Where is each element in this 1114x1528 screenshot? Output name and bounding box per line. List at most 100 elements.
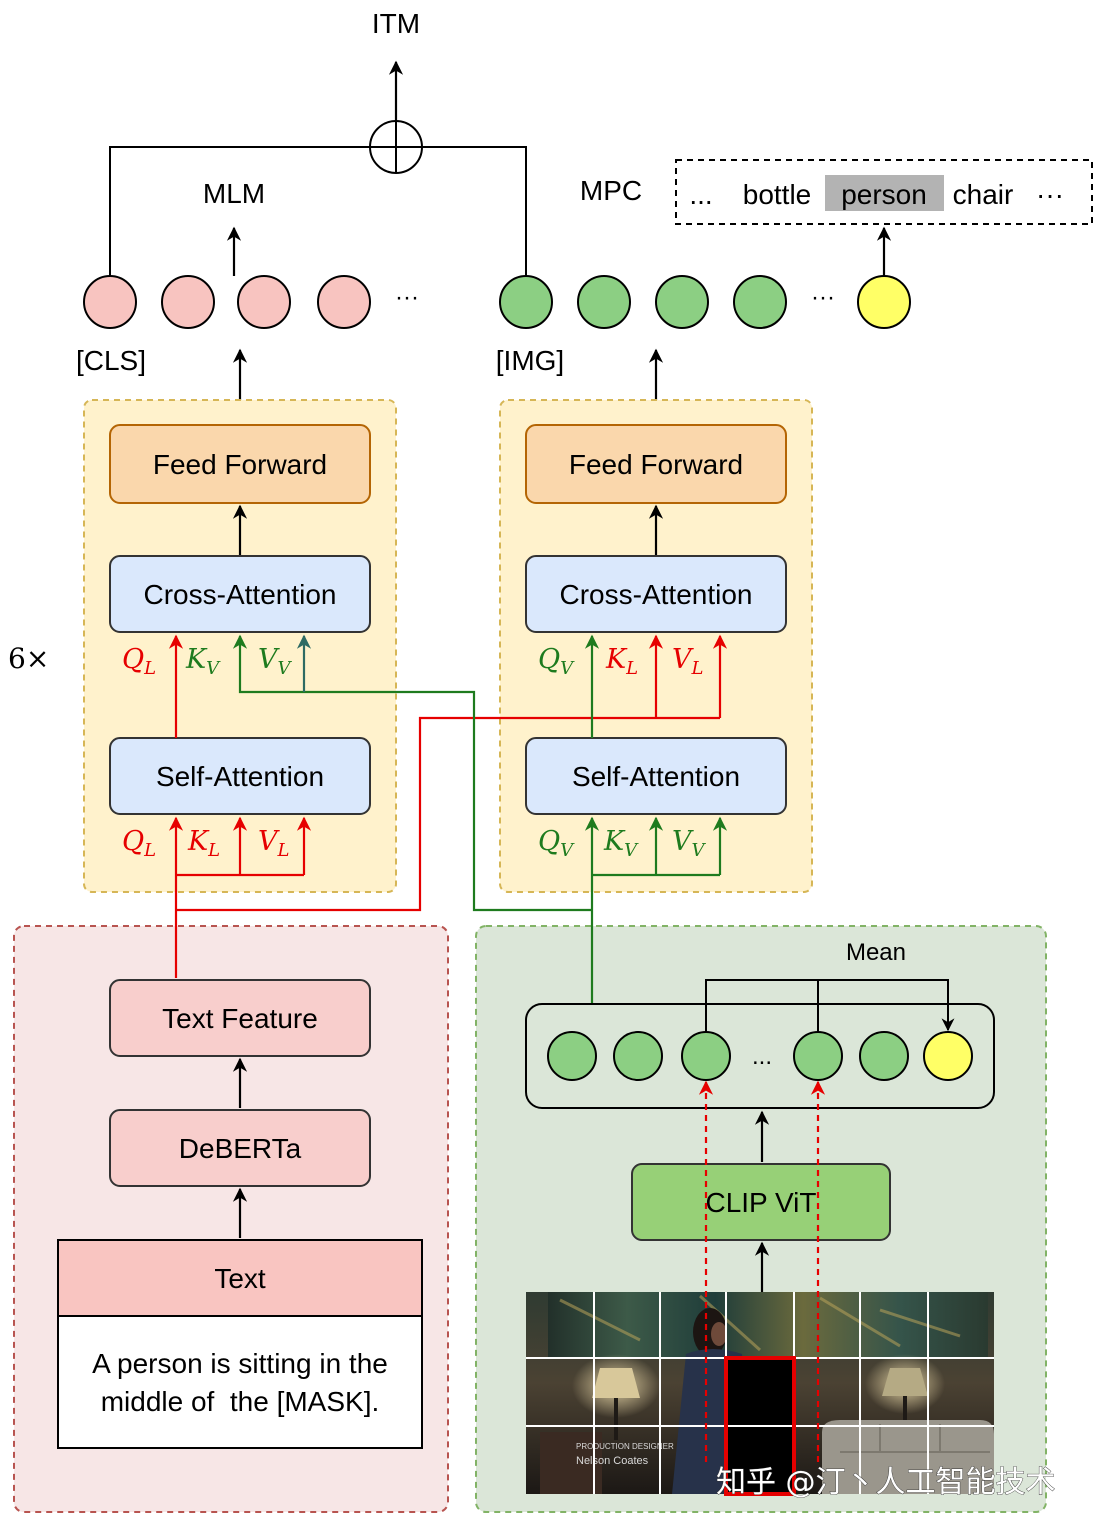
symbol: V — [672, 644, 694, 675]
text-token — [317, 275, 371, 329]
image-token — [577, 275, 631, 329]
mean-pooled-token — [923, 1031, 973, 1081]
input-image-frame: PRODUCTION DESIGNER Nelson Coates — [526, 1292, 994, 1494]
vision-self-key-label: KV — [603, 826, 639, 861]
text-token-ellipsis: ··· — [395, 284, 419, 311]
cls-label: [CLS] — [76, 345, 146, 376]
pooled-image-token — [857, 275, 911, 329]
clip-vit-box — [631, 1163, 891, 1241]
mpc-head: MPC ... bottle person chair ··· — [580, 159, 1093, 276]
patch-token — [613, 1031, 663, 1081]
language-feed-forward-label: Feed Forward — [153, 449, 327, 480]
mean-pooling-label: Mean — [846, 939, 906, 966]
img-label: [IMG] — [496, 345, 564, 376]
vision-cross-key-label: KL — [605, 644, 638, 679]
text-input-title: Text — [214, 1263, 266, 1294]
subscript: L — [625, 658, 638, 679]
image-feature-to-language-cross-key — [232, 634, 592, 912]
language-self-key-label: KL — [187, 826, 220, 861]
vision-cross-attention-label: Cross-Attention — [560, 579, 753, 610]
subscript: L — [143, 658, 156, 679]
image-token-ellipsis: ··· — [811, 284, 835, 311]
subscript: V — [560, 840, 575, 861]
vision-stream-wires — [232, 634, 728, 1004]
text-feature-label: Text Feature — [162, 1003, 318, 1034]
patch-token-ellipsis: ... — [752, 1043, 772, 1070]
text-feature-to-vision-cross — [176, 716, 720, 912]
image-token — [655, 275, 709, 329]
vision-self-attention-label: Self-Attention — [572, 761, 740, 792]
language-self-attention-label: Self-Attention — [156, 761, 324, 792]
image-output-tokens: ··· [IMG] — [496, 275, 911, 376]
mpc-class-word-masked: person — [841, 179, 927, 210]
subscript: V — [692, 840, 707, 861]
language-cross-attention-label: Cross-Attention — [144, 579, 337, 610]
text-encoder: Text Feature DeBERTa Text A person is si… — [57, 979, 423, 1449]
painting-strokes — [559, 1294, 961, 1352]
vision-feed-forward-box — [525, 424, 787, 504]
patch-token-container — [525, 1003, 995, 1109]
layer-repeat-label: 6× — [8, 642, 49, 675]
vision-self-value-label: VV — [672, 826, 707, 861]
symbol: K — [187, 826, 210, 857]
language-cross-query-label: QL — [122, 644, 156, 679]
mpc-class-word: bottle — [743, 179, 812, 210]
sofa — [822, 1420, 994, 1494]
subscript: L — [207, 840, 220, 861]
patch-token — [547, 1031, 597, 1081]
vision-cross-value-label: VL — [672, 644, 703, 679]
patch-token — [681, 1031, 731, 1081]
watermark: 知乎 @汀丶人工智能技术 — [716, 1465, 1056, 1500]
text-token — [237, 275, 291, 329]
deberta-label: DeBERTa — [179, 1133, 302, 1164]
mpc-trailing-ellipsis: ··· — [1036, 179, 1064, 210]
symbol: Q — [122, 826, 144, 857]
subscript: L — [143, 840, 156, 861]
vision-coattention-block: Feed Forward Cross-Attention Self-Attent… — [499, 399, 813, 893]
mpc-label: MPC — [580, 175, 642, 206]
armchair — [540, 1432, 602, 1494]
text-token — [161, 275, 215, 329]
img-token — [499, 275, 553, 329]
symbol: K — [605, 644, 628, 675]
lamp-shade — [882, 1368, 928, 1396]
mpc-class-word: chair — [953, 179, 1014, 210]
sofa-cushions — [840, 1424, 990, 1453]
text-input-header — [57, 1239, 423, 1317]
itm-label: ITM — [372, 8, 420, 39]
cls-token — [83, 275, 137, 329]
frame-credit-name: Nelson Coates — [576, 1455, 649, 1467]
vision-cross-query-label: QV — [538, 644, 575, 679]
mpc-leading-ellipsis: ... — [689, 179, 712, 210]
language-self-query-label: QL — [122, 826, 156, 861]
subscript: L — [691, 658, 704, 679]
image-encoder: Mean ... CLIP ViT — [525, 939, 995, 1496]
image-token — [733, 275, 787, 329]
patch-to-token-links — [698, 1080, 826, 1462]
language-self-value-label: VL — [258, 826, 289, 861]
mpc-class-box — [675, 159, 1093, 225]
language-cross-value-label: VV — [258, 644, 293, 679]
frame-credit-title: PRODUCTION DESIGNER — [576, 1442, 674, 1451]
text-output-tokens: ··· [CLS] — [76, 275, 419, 376]
language-cross-key-label: KV — [185, 644, 221, 679]
language-feed-forward-box — [109, 424, 371, 504]
language-self-attention-box — [109, 737, 371, 815]
cls-img-to-fusion-connector — [109, 146, 527, 277]
symbol: V — [258, 826, 280, 857]
symbol: V — [672, 826, 694, 857]
subscript: V — [278, 658, 293, 679]
mlm-label: MLM — [203, 178, 265, 209]
mean-pooling-connector — [705, 979, 955, 1032]
vision-self-query-label: QV — [538, 826, 575, 861]
deberta-box — [109, 1109, 371, 1187]
subscript: L — [277, 840, 290, 861]
lamp-shade — [592, 1368, 640, 1398]
symbol: V — [258, 644, 280, 675]
text-feature-box — [109, 979, 371, 1057]
text-input-line: middle of the [MASK]. — [101, 1386, 380, 1417]
person-face — [711, 1322, 727, 1346]
language-cross-attention-box — [109, 555, 371, 633]
symbol: Q — [122, 644, 144, 675]
text-input-line: A person is sitting in the — [92, 1348, 388, 1379]
